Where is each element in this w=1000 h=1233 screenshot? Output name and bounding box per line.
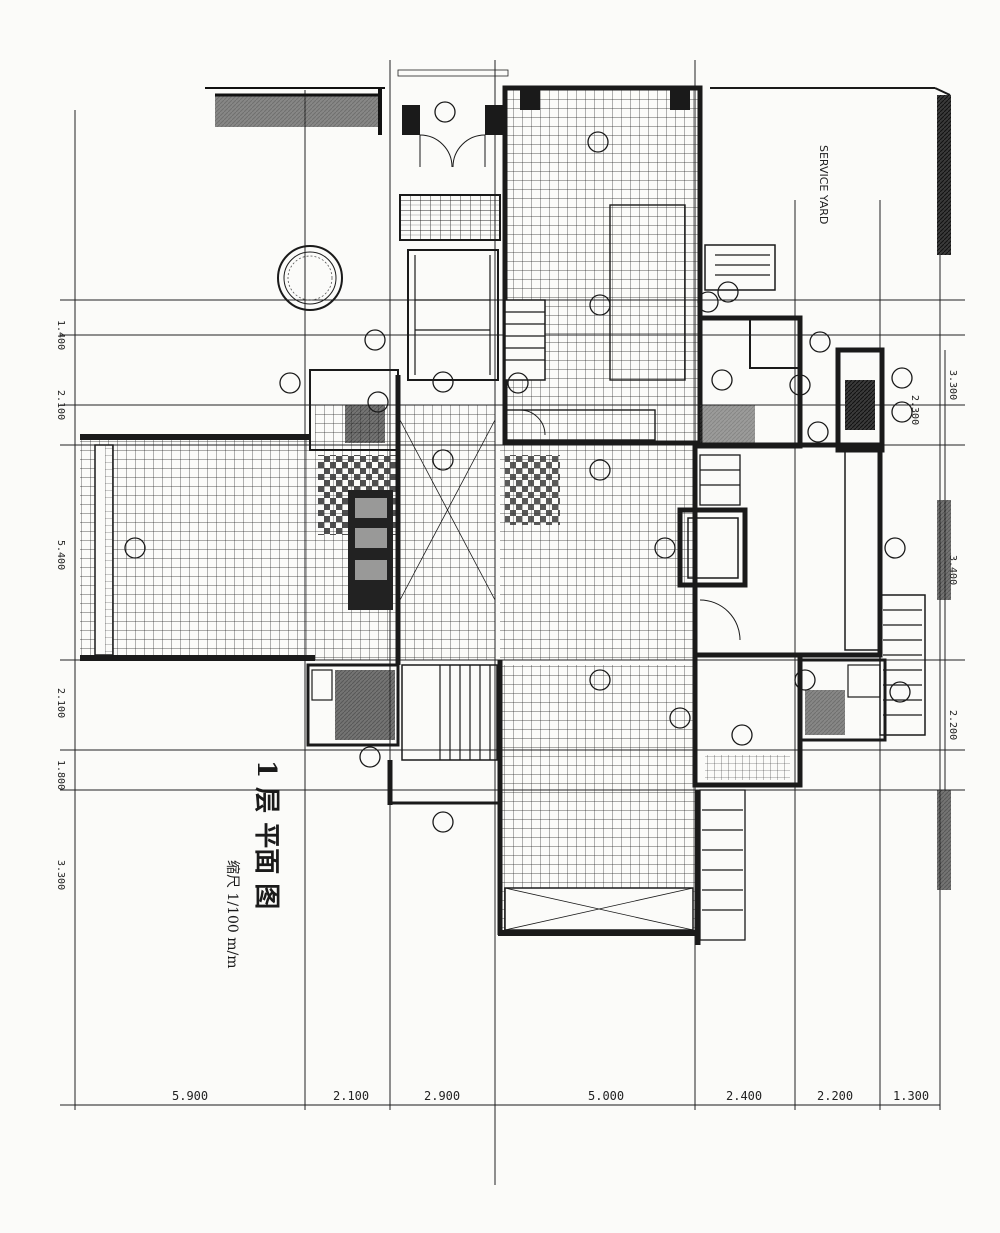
dim-left-4: 2.100: [55, 688, 66, 718]
drawing-title: 1 层 平面 图: [251, 760, 281, 909]
dim-right-1: 3.300: [947, 370, 958, 400]
column-markers: [124, 101, 913, 833]
left-dimensions: 1.400 2.100 5.400 2.100 1.800 3.300: [55, 320, 66, 890]
entrance-steps: [399, 194, 501, 381]
right-staircase: [879, 500, 951, 890]
dim-bottom-5: 2.400: [726, 1089, 762, 1103]
bath-rooms: [692, 652, 887, 788]
dim-left-1: 1.400: [55, 320, 66, 350]
dim-left-3: 5.400: [55, 540, 66, 570]
dim-bottom-1: 5.900: [172, 1089, 208, 1103]
dim-left-5: 1.800: [55, 760, 66, 790]
dim-bottom-7: 1.300: [893, 1089, 929, 1103]
right-dimensions: 3.300 2.300 3.400 2.200: [909, 370, 958, 740]
service-yard: SERVICE YARD: [704, 87, 951, 291]
lower-terrace: [497, 660, 701, 945]
central-hall: [309, 369, 496, 665]
garden-strip: [205, 87, 385, 135]
bottom-dimensions: 5.900 2.100 2.900 5.000 2.400 2.200 1.30…: [75, 1089, 940, 1106]
circular-planter: [277, 245, 343, 311]
entrance-doors: [397, 69, 509, 168]
left-living-room: [80, 434, 315, 661]
kitchen: [677, 442, 883, 658]
dim-left-6: 3.300: [55, 860, 66, 890]
lower-utility: [306, 663, 400, 747]
dim-bottom-6: 2.200: [817, 1089, 853, 1103]
drawing-scale: 缩尺 1/100 m/m: [224, 860, 240, 969]
upper-living-hall: [502, 85, 703, 446]
right-lower-stair: [699, 789, 746, 941]
dim-bottom-2: 2.100: [333, 1089, 369, 1103]
service-rooms-upper: [697, 315, 885, 453]
dim-bottom-4: 5.000: [588, 1089, 624, 1103]
title-block: 1 层 平面 图 缩尺 1/100 m/m: [224, 760, 281, 969]
service-yard-label: SERVICE YARD: [817, 145, 830, 224]
dim-right-2: 2.300: [909, 395, 920, 425]
dim-right-4: 2.200: [947, 710, 958, 740]
dim-left-2: 2.100: [55, 390, 66, 420]
dining-area: [500, 409, 695, 660]
dim-right-3: 3.400: [947, 555, 958, 585]
dim-bottom-3: 2.900: [424, 1089, 460, 1103]
lower-staircase: [387, 664, 500, 805]
